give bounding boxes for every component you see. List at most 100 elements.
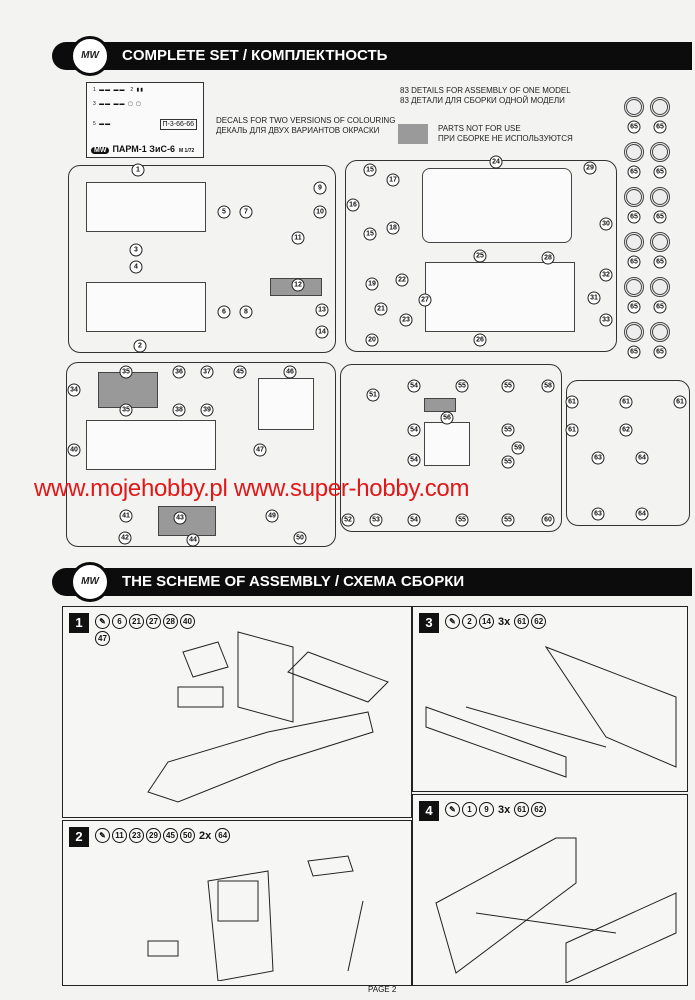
part-ref: 21 — [129, 614, 144, 629]
part-number: 32 — [599, 268, 613, 282]
part-number: 61 — [673, 395, 687, 409]
decal-brand: MW — [91, 147, 110, 154]
wheel-part — [624, 232, 644, 252]
part-number: 58 — [541, 379, 555, 393]
part-number: 65 — [653, 120, 667, 134]
part-number: 11 — [291, 231, 305, 245]
part-number: 60 — [541, 513, 555, 527]
wheel-part — [650, 142, 670, 162]
part-number: 26 — [473, 333, 487, 347]
part-number: 49 — [265, 509, 279, 523]
part-number: 37 — [200, 365, 214, 379]
part-ref: 64 — [215, 828, 231, 843]
part-shape — [425, 262, 575, 332]
decal-row: 3 ▬▬ ▬▬ ▢ ▢ — [93, 101, 142, 107]
part-number: 55 — [501, 423, 515, 437]
part-shape — [422, 168, 572, 243]
step-number: 2 — [69, 827, 89, 847]
part-number: 65 — [653, 345, 667, 359]
part-number: 7 — [239, 205, 253, 219]
part-ref: 6 — [112, 614, 127, 629]
part-number: 4 — [129, 260, 143, 274]
part-shape — [258, 378, 314, 430]
watermark: www.mojehobby.pl www.super-hobby.com — [34, 475, 470, 502]
part-number: 41 — [119, 509, 133, 523]
part-number: 55 — [501, 379, 515, 393]
wheel-part — [650, 97, 670, 117]
part-number: 65 — [627, 300, 641, 314]
part-number: 54 — [407, 453, 421, 467]
part-shape — [86, 282, 206, 332]
part-number: 61 — [565, 395, 579, 409]
part-number: 2 — [133, 339, 147, 353]
part-number: 12 — [291, 278, 305, 292]
part-shape — [424, 422, 470, 466]
part-ref: 29 — [146, 828, 161, 843]
part-number: 55 — [455, 379, 469, 393]
unused-parts-swatch — [398, 124, 428, 144]
part-number: 13 — [315, 303, 329, 317]
part-ref: 23 — [129, 828, 144, 843]
multiplier: 3x — [498, 615, 511, 628]
part-number: 46 — [283, 365, 297, 379]
part-shape — [86, 420, 216, 470]
step-3-diagram — [425, 645, 677, 778]
part-number: 1 — [131, 163, 145, 177]
part-number: 35 — [119, 403, 133, 417]
part-ref: 62 — [531, 802, 547, 817]
part-number: 55 — [455, 513, 469, 527]
part-number: 25 — [473, 249, 487, 263]
part-number: 54 — [407, 423, 421, 437]
part-number: 10 — [313, 205, 327, 219]
mw-logo: MW — [70, 36, 110, 76]
wheel-part — [650, 187, 670, 207]
part-number: 8 — [239, 305, 253, 319]
section-title: COMPLETE SET / КОМПЛЕКТНОСТЬ — [122, 47, 388, 64]
wheel-part — [624, 142, 644, 162]
part-number: 18 — [386, 221, 400, 235]
part-number: 35 — [119, 365, 133, 379]
glue-icon: ✎ — [95, 828, 110, 843]
part-number: 61 — [565, 423, 579, 437]
part-number: 54 — [407, 379, 421, 393]
part-ref: 9 — [479, 802, 494, 817]
step-number: 3 — [419, 613, 439, 633]
part-number: 15 — [363, 163, 377, 177]
part-number: 44 — [186, 533, 200, 547]
part-number: 23 — [399, 313, 413, 327]
part-number: 24 — [489, 155, 503, 169]
part-number: 42 — [118, 531, 132, 545]
part-number: 63 — [591, 507, 605, 521]
multiplier: 3x — [498, 803, 511, 816]
part-ref: 40 — [180, 614, 195, 629]
part-number: 53 — [369, 513, 383, 527]
part-number: 28 — [541, 251, 555, 265]
part-number: 29 — [583, 161, 597, 175]
complete-set-banner: COMPLETE SET / КОМПЛЕКТНОСТЬ — [52, 42, 692, 70]
part-ref: 1 — [462, 802, 477, 817]
part-number: 64 — [635, 507, 649, 521]
part-number: 51 — [366, 388, 380, 402]
part-unused — [158, 506, 216, 536]
part-number: 65 — [653, 210, 667, 224]
part-number: 65 — [627, 345, 641, 359]
wheel-part — [624, 277, 644, 297]
part-ref: 45 — [163, 828, 178, 843]
mw-logo: MW — [70, 562, 110, 602]
part-number: 39 — [200, 403, 214, 417]
sprue-e — [566, 380, 690, 526]
part-number: 59 — [511, 441, 525, 455]
multiplier: 2x — [199, 829, 212, 842]
decal-sheet: 1 ▬▬ ▬▬ 2 ▮▮ 3 ▬▬ ▬▬ ▢ ▢ 5 ▬▬ П-3-66-66 … — [86, 82, 204, 158]
part-number: 65 — [627, 255, 641, 269]
part-unused — [424, 398, 456, 412]
part-ref: 2 — [462, 614, 477, 629]
part-number: 27 — [418, 293, 432, 307]
